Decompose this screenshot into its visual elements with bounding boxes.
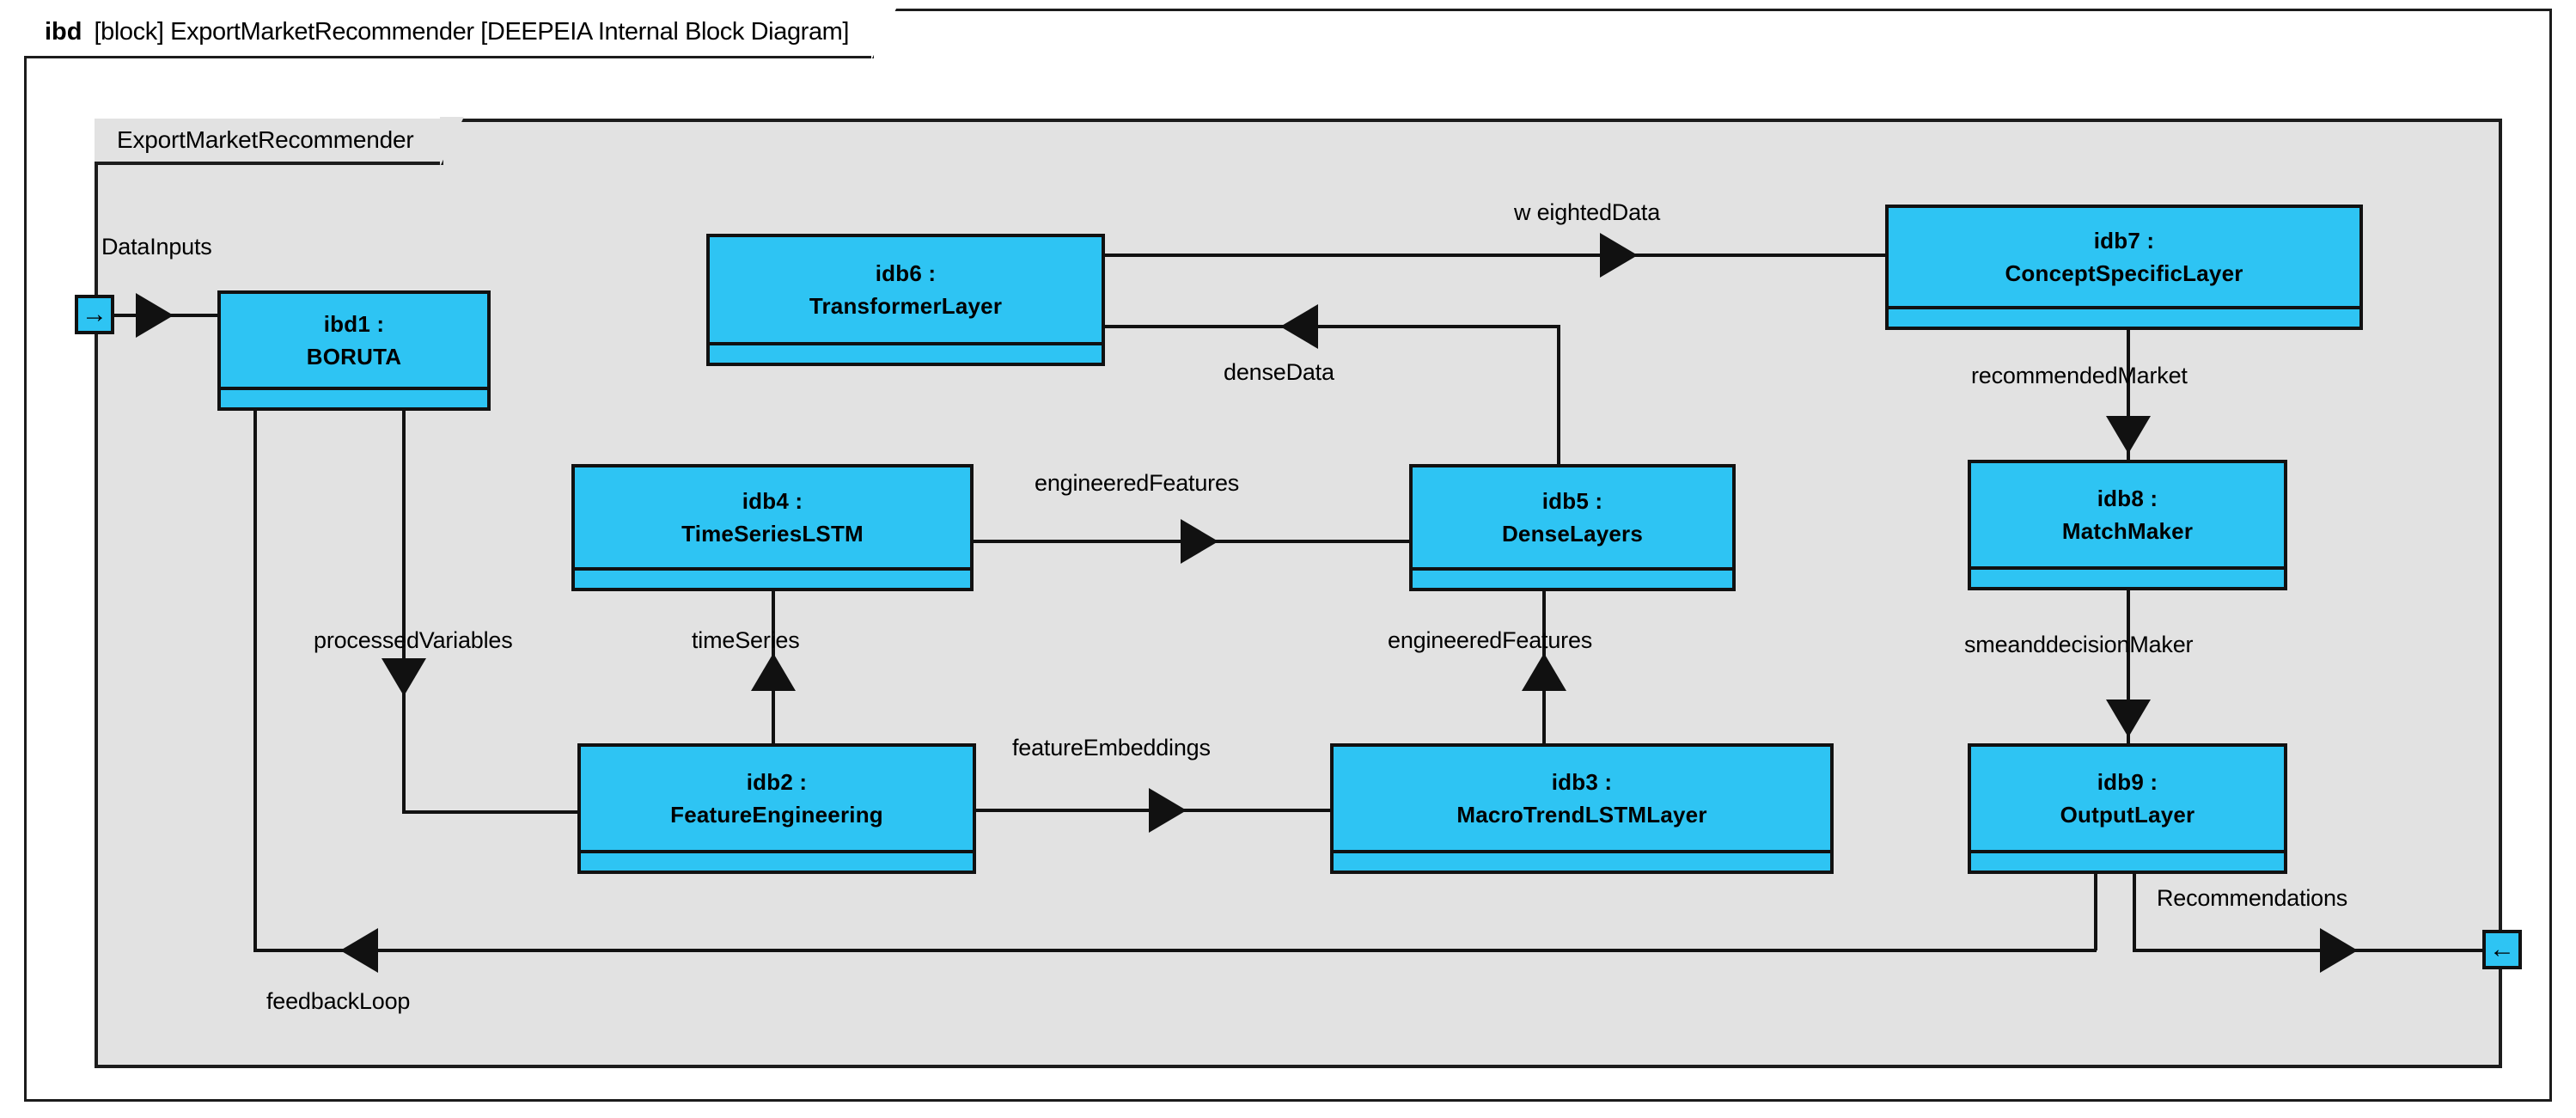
block-idb5-body: idb5 : DenseLayers [1413, 467, 1732, 567]
block-idb5-compartment [1413, 567, 1732, 588]
arrow-right-icon: → [82, 300, 107, 328]
label-feedbackloop: feedbackLoop [266, 988, 411, 1014]
block-idb9-type: OutputLayer [2060, 801, 2195, 828]
connector-smeanddecisionmaker-arrowhead [2106, 700, 2151, 737]
block-ibd1-body: ibd1 : BORUTA [221, 294, 487, 387]
block-idb2-compartment [581, 850, 973, 871]
connector-feedbackloop-arrowhead [340, 928, 378, 973]
connector-processedvariables-vline [402, 411, 406, 812]
connector-timeseries-arrowhead [751, 653, 796, 691]
block-idb7-compartment [1889, 306, 2359, 327]
block-idb8-body: idb8 : MatchMaker [1971, 463, 2284, 566]
connector-weighteddata-line [1105, 254, 1887, 257]
block-idb7-name: idb7 : [2093, 227, 2155, 254]
port-recommendations[interactable]: ← [2482, 930, 2522, 969]
connector-recommendations-arrowhead [2320, 928, 2358, 973]
diagram-kind-keyword: ibd [45, 18, 82, 46]
block-idb8-matchmaker[interactable]: idb8 : MatchMaker [1968, 460, 2287, 590]
connector-feedbackloop-vline-right [2094, 874, 2097, 950]
block-idb4-type: TimeSeriesLSTM [681, 520, 864, 547]
block-idb7-body: idb7 : ConceptSpecificLayer [1889, 208, 2359, 306]
block-idb6-type: TransformerLayer [809, 292, 1003, 319]
block-idb5-type: DenseLayers [1501, 520, 1644, 547]
block-idb3-macrotrendlstmlayer[interactable]: idb3 : MacroTrendLSTMLayer [1330, 743, 1834, 874]
connector-feedbackloop-hline [253, 949, 2097, 952]
block-idb3-name: idb3 : [1551, 768, 1613, 795]
connector-engineeredfeatures-right-arrowhead [1181, 519, 1218, 564]
block-idb3-type: MacroTrendLSTMLayer [1456, 801, 1707, 828]
label-timeseries: timeSeries [692, 627, 800, 653]
arrow-left-icon: ← [2489, 935, 2515, 963]
block-idb6-transformerlayer[interactable]: idb6 : TransformerLayer [706, 234, 1105, 366]
connector-recommendedmarket-arrowhead [2106, 416, 2151, 454]
block-idb3-compartment [1334, 850, 1830, 871]
diagram-title-tab: ibd [block] ExportMarketRecommender [DEE… [24, 7, 898, 60]
label-weighteddata: w eightedData [1514, 199, 1661, 225]
block-idb9-compartment [1971, 850, 2284, 871]
block-idb6-name: idb6 : [875, 260, 937, 286]
connector-datainputs-arrowhead [136, 293, 174, 338]
connector-processedvariables-hline [402, 810, 579, 814]
block-idb9-outputlayer[interactable]: idb9 : OutputLayer [1968, 743, 2287, 874]
port-data-inputs[interactable]: → [75, 295, 114, 334]
block-idb8-name: idb8 : [2097, 485, 2158, 511]
label-densedata: denseData [1224, 359, 1334, 385]
block-idb8-type: MatchMaker [2061, 517, 2194, 544]
connector-densedata-vline [1557, 325, 1560, 466]
block-idb2-body: idb2 : FeatureEngineering [581, 747, 973, 850]
block-idb6-compartment [710, 342, 1102, 363]
block-idb6-body: idb6 : TransformerLayer [710, 237, 1102, 342]
label-datainputs: DataInputs [101, 234, 212, 260]
label-recommendedmarket: recommendedMarket [1971, 363, 2188, 388]
block-ibd1-compartment [221, 387, 487, 407]
block-idb2-featureengineering[interactable]: idb2 : FeatureEngineering [577, 743, 976, 874]
block-idb2-type: FeatureEngineering [670, 801, 883, 828]
block-ibd1-name: ibd1 : [323, 310, 385, 337]
label-featureembeddings: featureEmbeddings [1012, 735, 1211, 761]
block-idb4-name: idb4 : [742, 487, 803, 514]
label-engineeredfeatures-vertical: engineeredFeatures [1388, 627, 1593, 653]
block-idb9-name: idb9 : [2097, 768, 2158, 795]
part-tab-notch [439, 117, 464, 167]
title-tab-notch [871, 7, 898, 60]
block-idb4-timeserieslstm[interactable]: idb4 : TimeSeriesLSTM [571, 464, 974, 591]
label-recommendations: Recommendations [2157, 885, 2348, 911]
connector-smeanddecisionmaker-vline [2127, 590, 2130, 747]
connector-feedbackloop-vline-left [253, 411, 257, 950]
connector-densedata-hline [1105, 325, 1560, 328]
block-idb4-body: idb4 : TimeSeriesLSTM [575, 467, 970, 567]
connector-recommendations-hline [2133, 949, 2502, 952]
part-frame-title-tab: ExportMarketRecommender [95, 117, 464, 167]
block-idb8-compartment [1971, 566, 2284, 587]
label-processedvariables: processedVariables [314, 627, 513, 653]
connector-recommendedmarket-vline [2127, 330, 2130, 463]
block-idb2-name: idb2 : [746, 768, 808, 795]
block-idb7-type: ConceptSpecificLayer [2005, 260, 2243, 286]
diagram-title-text: [block] ExportMarketRecommender [DEEPEIA… [94, 18, 850, 46]
part-frame-label: ExportMarketRecommender [117, 126, 414, 153]
block-idb3-body: idb3 : MacroTrendLSTMLayer [1334, 747, 1830, 850]
connector-featureembeddings-arrowhead [1149, 788, 1187, 833]
block-idb5-denselayers[interactable]: idb5 : DenseLayers [1409, 464, 1736, 591]
block-idb7-conceptspecificlayer[interactable]: idb7 : ConceptSpecificLayer [1885, 205, 2363, 330]
connector-engineeredfeatures-up-arrowhead [1522, 653, 1566, 691]
label-engineeredfeatures-horizontal: engineeredFeatures [1035, 470, 1240, 496]
block-ibd1-type: BORUTA [306, 343, 402, 370]
connector-weighteddata-arrowhead [1600, 233, 1638, 278]
connector-densedata-arrowhead [1280, 304, 1318, 349]
label-smeanddecisionmaker: smeanddecisionMaker [1964, 632, 2194, 657]
block-idb5-name: idb5 : [1541, 487, 1603, 514]
block-ibd1-boruta[interactable]: ibd1 : BORUTA [217, 290, 491, 411]
connector-recommendations-vline [2133, 874, 2136, 950]
block-idb9-body: idb9 : OutputLayer [1971, 747, 2284, 850]
connector-processedvariables-arrowhead [382, 658, 426, 696]
block-idb4-compartment [575, 567, 970, 588]
